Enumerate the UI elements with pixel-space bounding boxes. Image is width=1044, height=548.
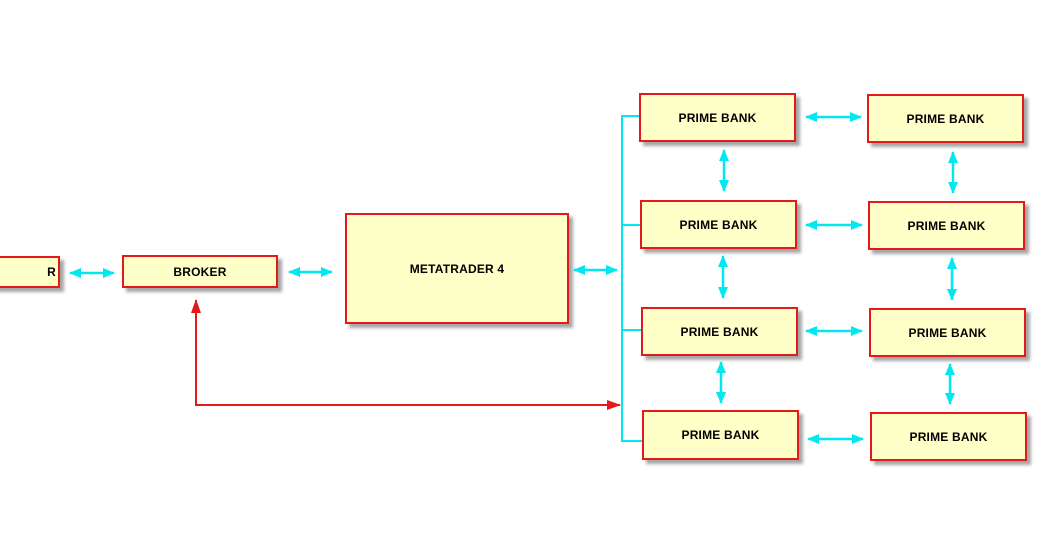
prime-bank-box: PRIME BANK <box>640 200 797 249</box>
prime-bank-label: PRIME BANK <box>681 428 760 442</box>
arrow-broker-to-bus-red <box>191 299 621 410</box>
broker-box: BROKER <box>122 255 278 288</box>
metatrader-box: METATRADER 4 <box>345 213 569 324</box>
prime-bank-label: PRIME BANK <box>909 429 988 444</box>
prime-bank-label: PRIME BANK <box>907 218 986 233</box>
metatrader-box-label: METATRADER 4 <box>409 261 505 276</box>
prime-bank-label: PRIME BANK <box>908 325 987 340</box>
prime-bank-label: PRIME BANK <box>678 110 757 125</box>
prime-bank-box: PRIME BANK <box>641 307 798 356</box>
prime-bank-box: PRIME BANK <box>867 94 1024 143</box>
trader-box: R <box>0 256 60 288</box>
broker-box-label: BROKER <box>173 264 227 279</box>
trader-box-label: R <box>47 265 56 279</box>
prime-bank-box: PRIME BANK <box>639 93 796 142</box>
prime-bank-label: PRIME BANK <box>906 111 985 126</box>
prime-bank-label: PRIME BANK <box>680 324 759 339</box>
prime-bank-box: PRIME BANK <box>870 412 1027 461</box>
prime-bank-box: PRIME BANK <box>869 308 1026 357</box>
prime-bank-box: PRIME BANK <box>868 201 1025 250</box>
prime-bank-label: PRIME BANK <box>679 217 758 232</box>
prime-bank-bus <box>621 115 642 442</box>
prime-bank-box: PRIME BANK <box>642 410 799 460</box>
